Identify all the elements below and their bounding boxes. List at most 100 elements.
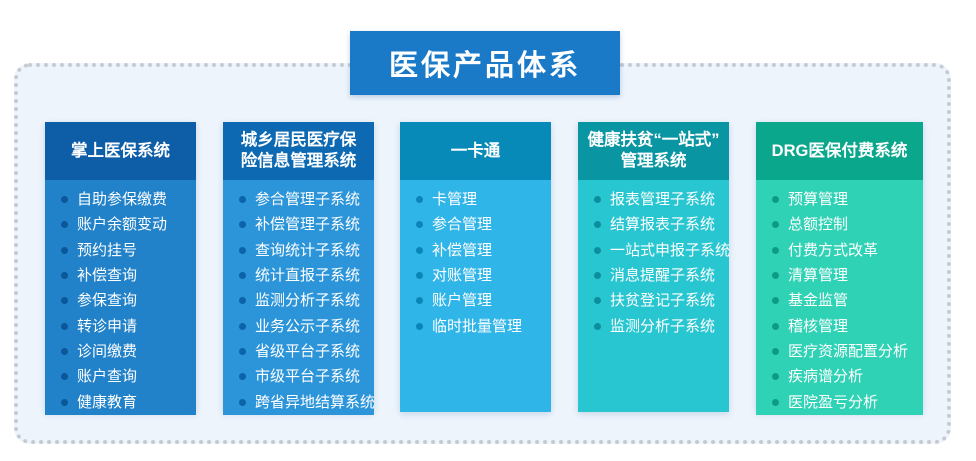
- list-item: 一站式申报子系统: [578, 238, 731, 263]
- bullet-icon: [239, 322, 246, 330]
- list-item: 补偿管理子系统: [223, 212, 374, 237]
- item-label: 补偿查询: [77, 267, 138, 285]
- list-item: 参合管理子系统: [223, 187, 374, 212]
- bullet-icon: [61, 347, 68, 355]
- item-label: 一站式申报子系统: [610, 241, 731, 259]
- item-label: 查询统计子系统: [255, 241, 361, 259]
- page-title: 医保产品体系: [350, 31, 620, 95]
- list-item: 付费方式改革: [756, 238, 923, 263]
- column-item-list: 自助参保缴费账户余额变动预约挂号补偿查询参保查询转诊申请诊间缴费账户查询健康教育: [45, 180, 196, 415]
- item-label: 账户管理: [432, 292, 493, 310]
- list-item: 账户查询: [45, 364, 196, 389]
- item-label: 报表管理子系统: [610, 191, 716, 209]
- item-label: 健康教育: [77, 393, 138, 411]
- item-label: 清算管理: [788, 267, 849, 285]
- bullet-icon: [61, 221, 68, 229]
- list-item: 转诊申请: [45, 313, 196, 338]
- bullet-icon: [61, 272, 68, 280]
- list-item: 基金监管: [756, 288, 923, 313]
- list-item: 报表管理子系统: [578, 187, 729, 212]
- column-item-list: 报表管理子系统结算报表子系统一站式申报子系统消息提醒子系统扶贫登记子系统监测分析…: [578, 180, 731, 412]
- item-label: 业务公示子系统: [255, 317, 361, 335]
- bullet-icon: [594, 221, 601, 229]
- bullet-icon: [772, 246, 779, 254]
- list-item: 健康教育: [45, 389, 196, 414]
- item-label: 参保查询: [77, 292, 138, 310]
- column-drg-medical-insurance-payment: DRG医保付费系统预算管理总额控制付费方式改革清算管理基金监管稽核管理医疗资源配…: [756, 122, 923, 415]
- bullet-icon: [61, 322, 68, 330]
- item-label: 参合管理子系统: [255, 191, 361, 209]
- bullet-icon: [594, 246, 601, 254]
- column-item-list: 预算管理总额控制付费方式改革清算管理基金监管稽核管理医疗资源配置分析疾病谱分析医…: [756, 180, 923, 415]
- bullet-icon: [772, 398, 779, 406]
- item-label: 账户余额变动: [77, 216, 168, 234]
- item-label: 结算报表子系统: [610, 216, 716, 234]
- item-label: 监测分析子系统: [255, 292, 361, 310]
- list-item: 业务公示子系统: [223, 313, 374, 338]
- list-item: 补偿查询: [45, 263, 196, 288]
- item-label: 省级平台子系统: [255, 342, 361, 360]
- list-item: 疾病谱分析: [756, 364, 923, 389]
- list-item: 卡管理: [400, 187, 551, 212]
- item-label: 医疗资源配置分析: [788, 342, 909, 360]
- bullet-icon: [61, 373, 68, 381]
- item-label: 统计直报子系统: [255, 267, 361, 285]
- list-item: 监测分析子系统: [223, 288, 374, 313]
- bullet-icon: [416, 322, 423, 330]
- bullet-icon: [416, 297, 423, 305]
- bullet-icon: [594, 322, 601, 330]
- item-label: 消息提醒子系统: [610, 267, 716, 285]
- item-label: 付费方式改革: [788, 241, 879, 259]
- item-label: 账户查询: [77, 368, 138, 386]
- column-header: 掌上医保系统: [45, 122, 196, 180]
- list-item: 临时批量管理: [400, 313, 551, 338]
- item-label: 市级平台子系统: [255, 368, 361, 386]
- bullet-icon: [772, 347, 779, 355]
- item-label: 总额控制: [788, 216, 849, 234]
- bullet-icon: [239, 246, 246, 254]
- item-label: 诊间缴费: [77, 342, 138, 360]
- column-header: DRG医保付费系统: [756, 122, 923, 180]
- item-label: 稽核管理: [788, 317, 849, 335]
- column-header: 城乡居民医疗保 险信息管理系统: [223, 122, 374, 180]
- bullet-icon: [594, 272, 601, 280]
- column-health-poverty-alleviation-one-stop: 健康扶贫“一站式” 管理系统报表管理子系统结算报表子系统一站式申报子系统消息提醒…: [578, 122, 731, 412]
- list-item: 查询统计子系统: [223, 238, 374, 263]
- bullet-icon: [61, 196, 68, 204]
- list-item: 稽核管理: [756, 313, 923, 338]
- list-item: 跨省异地结算系统: [223, 389, 376, 414]
- list-item: 统计直报子系统: [223, 263, 374, 288]
- item-label: 转诊申请: [77, 317, 138, 335]
- list-item: 自助参保缴费: [45, 187, 196, 212]
- bullet-icon: [239, 347, 246, 355]
- list-item: 预约挂号: [45, 238, 196, 263]
- bullet-icon: [239, 398, 246, 406]
- item-label: 参合管理: [432, 216, 493, 234]
- bullet-icon: [61, 246, 68, 254]
- bullet-icon: [239, 297, 246, 305]
- bullet-icon: [772, 297, 779, 305]
- bullet-icon: [594, 196, 601, 204]
- bullet-icon: [772, 221, 779, 229]
- column-header: 健康扶贫“一站式” 管理系统: [578, 122, 729, 180]
- column-urban-rural-resident-medical-insurance: 城乡居民医疗保 险信息管理系统参合管理子系统补偿管理子系统查询统计子系统统计直报…: [223, 122, 376, 415]
- bullet-icon: [239, 221, 246, 229]
- list-item: 账户余额变动: [45, 212, 196, 237]
- item-label: 卡管理: [432, 191, 478, 209]
- bullet-icon: [594, 297, 601, 305]
- item-label: 补偿管理子系统: [255, 216, 361, 234]
- bullet-icon: [772, 196, 779, 204]
- list-item: 参保查询: [45, 288, 196, 313]
- item-label: 对账管理: [432, 267, 493, 285]
- column-header: 一卡通: [400, 122, 551, 180]
- bullet-icon: [772, 373, 779, 381]
- item-label: 跨省异地结算系统: [255, 393, 376, 411]
- column-mobile-medical-insurance: 掌上医保系统自助参保缴费账户余额变动预约挂号补偿查询参保查询转诊申请诊间缴费账户…: [45, 122, 196, 415]
- bullet-icon: [416, 246, 423, 254]
- bullet-icon: [239, 272, 246, 280]
- bullet-icon: [239, 373, 246, 381]
- item-label: 自助参保缴费: [77, 191, 168, 209]
- bullet-icon: [416, 196, 423, 204]
- bullet-icon: [772, 322, 779, 330]
